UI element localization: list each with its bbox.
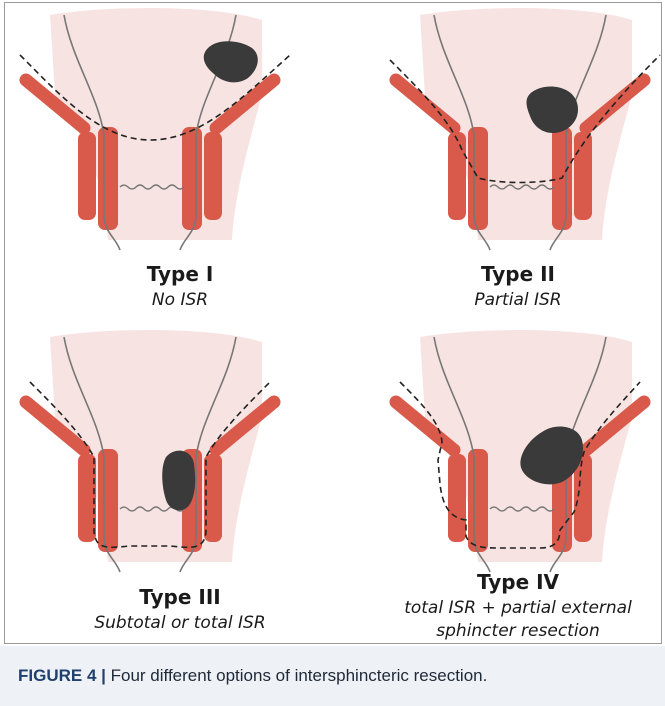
panel-3-subtitle: Subtotal or total ISR [20, 611, 340, 635]
caption-label: FIGURE 4 | [18, 666, 106, 685]
panel-2-title: Type II [368, 262, 665, 286]
figure-panels [0, 0, 665, 646]
panel-4-subtitle-line2: sphincter resection [358, 619, 665, 643]
panel-type-3 [26, 330, 274, 572]
panel-type-1 [20, 8, 290, 250]
panel-4-title: Type IV [368, 570, 665, 594]
figure-caption: FIGURE 4 | Four different options of int… [18, 666, 487, 686]
panel-type-4 [396, 330, 644, 572]
panel-2-subtitle: Partial ISR [358, 288, 665, 312]
panel-1-title: Type I [30, 262, 330, 286]
caption-text: Four different options of intersphincter… [106, 666, 487, 685]
panel-type-2 [390, 8, 660, 250]
tumor-shape [162, 451, 195, 511]
panel-3-title: Type III [30, 585, 330, 609]
panel-1-subtitle: No ISR [20, 288, 340, 312]
panel-4-subtitle: total ISR + partial external [358, 596, 665, 620]
